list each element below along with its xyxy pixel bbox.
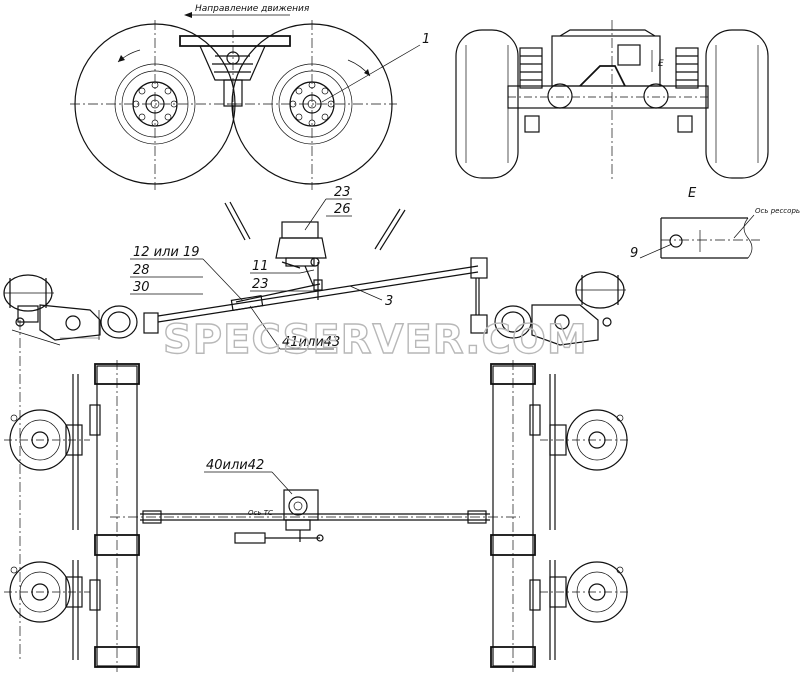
rear-view: E xyxy=(455,20,769,180)
watermark: SPECSERVER.COM xyxy=(163,317,588,363)
left-wheel xyxy=(70,20,240,190)
rear-right-tyre xyxy=(705,29,769,179)
callout-9: 9 xyxy=(630,246,638,261)
linkage-view: 23 26 11 23 3 12 или 19 28 30 41или43 xyxy=(3,185,626,350)
left-brake-chamber xyxy=(3,274,101,346)
callout-23-top: 23 xyxy=(334,185,351,200)
callout-30: 30 xyxy=(133,280,150,295)
left-axle-tube xyxy=(72,360,140,672)
callout-41-43: 41или43 xyxy=(282,335,340,350)
rear-left-tyre xyxy=(455,29,519,179)
right-link-top xyxy=(470,257,488,279)
valve-cap xyxy=(281,221,319,239)
right-rear-brake xyxy=(540,561,630,623)
callout-26: 26 xyxy=(334,202,351,217)
central-valve xyxy=(234,489,324,544)
left-rear-brake xyxy=(4,561,90,623)
left-front-brake xyxy=(4,409,90,471)
vehicle-axis-label: Ось ТС xyxy=(248,509,273,517)
right-front-brake xyxy=(540,409,630,471)
right-axle-tube xyxy=(490,360,556,672)
plan-view: Ось ТС 40или42 xyxy=(4,320,630,672)
travel-direction-label: Направление движения xyxy=(195,4,310,14)
callout-1: 1 xyxy=(422,32,430,47)
callout-11: 11 xyxy=(252,259,269,274)
callout-40-42: 40или42 xyxy=(206,458,264,473)
view-e-detail: E Ось рессоры 9 xyxy=(630,186,800,261)
side-view-wheels: Направление движения xyxy=(70,4,430,190)
spring-axis-label: Ось рессоры xyxy=(755,207,800,215)
callout-23-mid: 23 xyxy=(252,277,269,292)
callout-3: 3 xyxy=(385,294,393,309)
callout-12-19: 12 или 19 xyxy=(133,245,200,260)
leader-1 xyxy=(321,44,421,103)
spring-bracket xyxy=(179,30,291,120)
callout-28: 28 xyxy=(133,263,150,278)
right-brake-chamber xyxy=(531,271,626,346)
view-e-label: E xyxy=(688,186,697,201)
travel-direction-arrowhead xyxy=(184,12,192,18)
right-wheel xyxy=(227,20,397,190)
view-e-letter-top: E xyxy=(658,59,664,69)
